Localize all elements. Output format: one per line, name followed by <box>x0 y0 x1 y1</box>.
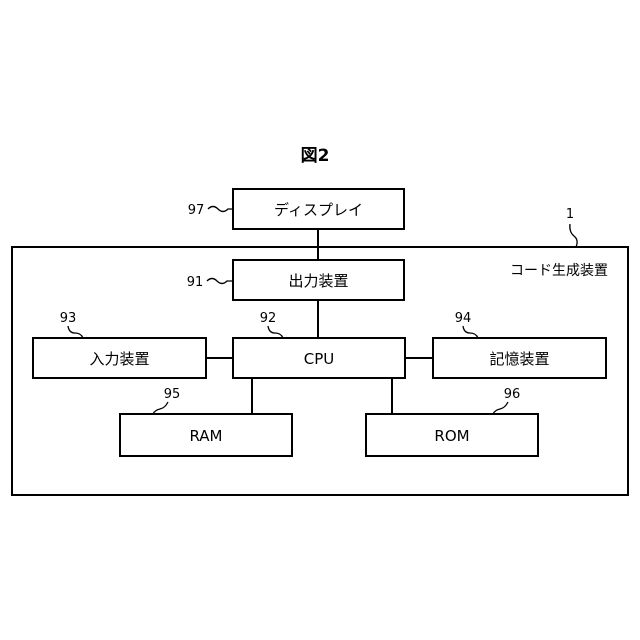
output-device-label: 出力装置 <box>288 272 348 290</box>
cpu-leader-line <box>268 326 283 338</box>
cpu-label: CPU <box>304 350 335 368</box>
system-leader-line <box>570 224 577 247</box>
display-label: ディスプレイ <box>274 201 363 219</box>
input-device-leader-line <box>68 326 83 338</box>
system-ref-number: 1 <box>566 207 574 222</box>
ram-leader-line <box>153 402 168 414</box>
display-leader-line <box>208 207 233 212</box>
system-label: コード生成装置 <box>510 263 608 279</box>
rom-label: ROM <box>434 427 469 445</box>
input-device-label: 入力装置 <box>89 350 149 368</box>
storage-device-leader-line <box>463 326 478 338</box>
display-ref-number: 97 <box>188 203 205 218</box>
output-device-leader-line <box>207 279 233 284</box>
cpu-ref-number: 92 <box>260 311 277 326</box>
ram-label: RAM <box>189 427 222 445</box>
figure-title: 図2 <box>301 146 330 166</box>
rom-ref-number: 96 <box>504 387 521 402</box>
ram-ref-number: 95 <box>164 387 181 402</box>
input-device-ref-number: 93 <box>60 311 77 326</box>
output-device-ref-number: 91 <box>187 275 204 290</box>
rom-leader-line <box>493 402 508 414</box>
storage-device-ref-number: 94 <box>455 311 472 326</box>
storage-device-label: 記憶装置 <box>489 350 549 368</box>
